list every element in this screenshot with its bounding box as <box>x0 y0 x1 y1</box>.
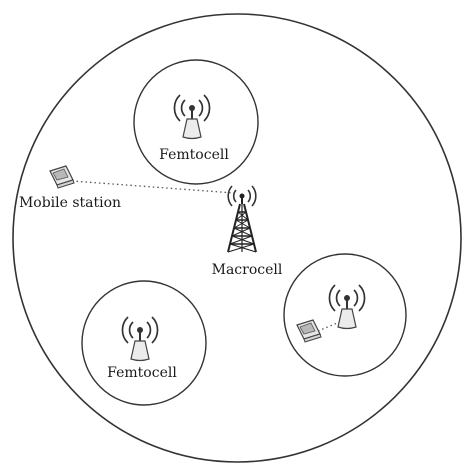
femtocell-right-coverage-circle <box>283 253 407 377</box>
mobile-to-macro-link <box>71 180 235 194</box>
femtocell-top-coverage-circle <box>133 59 259 185</box>
femtocell-bottom-left-coverage-circle <box>81 280 207 406</box>
cell-tower-icon <box>227 185 257 253</box>
femtocell-bottom-left-label: Femtocell <box>107 365 177 381</box>
femtocell-access-point-icon <box>121 316 159 362</box>
macrocell-coverage-circle <box>12 13 462 463</box>
femtocell-access-point-icon <box>173 94 211 140</box>
femtocell-top-label: Femtocell <box>159 147 229 163</box>
mobile-phone-icon <box>296 319 322 343</box>
mobile-phone-icon <box>49 165 75 189</box>
mobile-station-label: Mobile station <box>19 195 121 211</box>
macrocell-label: Macrocell <box>212 262 283 278</box>
femtocell-access-point-icon <box>328 284 366 330</box>
